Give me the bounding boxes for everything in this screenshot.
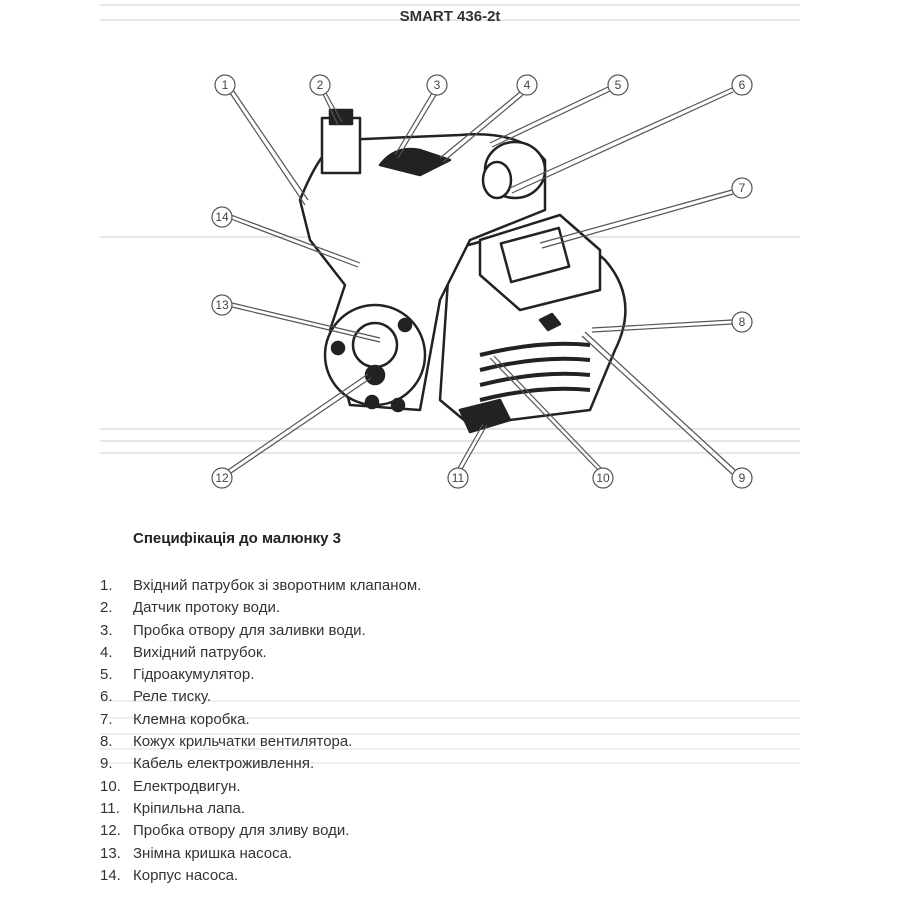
callout-label: 14 bbox=[215, 210, 229, 224]
divider bbox=[100, 700, 800, 702]
item-number: 10. bbox=[100, 777, 121, 795]
callout-label: 10 bbox=[596, 471, 610, 485]
item-text: Знімна кришка насоса. bbox=[133, 844, 293, 862]
callout-label: 9 bbox=[739, 471, 746, 485]
callout-3 bbox=[426, 74, 448, 96]
callout-label: 11 bbox=[452, 471, 465, 485]
item-number: 6. bbox=[100, 688, 113, 706]
list-item: 6. Реле тиску. bbox=[100, 686, 421, 708]
item-number: 5. bbox=[100, 666, 113, 684]
spec-title: Специфікація до малюнку 3 bbox=[133, 530, 341, 547]
list-item: 3. Пробка отвору для заливки води. bbox=[100, 620, 421, 642]
divider bbox=[100, 19, 800, 21]
callout-8 bbox=[731, 311, 753, 333]
list-item: 1. Вхідний патрубок зі зворотним клапаном… bbox=[100, 575, 421, 597]
item-number: 3. bbox=[100, 621, 113, 639]
callout-14 bbox=[211, 206, 233, 228]
list-item: 7. Клемна коробка. bbox=[100, 709, 421, 731]
callout-label: 1 bbox=[222, 78, 229, 92]
callout-12 bbox=[211, 467, 233, 489]
item-text: Кріпильна лапа. bbox=[133, 799, 246, 817]
item-number: 14. bbox=[100, 866, 121, 884]
item-number: 4. bbox=[100, 643, 113, 661]
item-number: 9. bbox=[100, 755, 113, 773]
item-text: Датчик протоку води. bbox=[133, 599, 280, 617]
list-item: 11. Кріпильна лапа. bbox=[100, 798, 421, 820]
callout-label: 6 bbox=[739, 78, 746, 92]
callouts bbox=[211, 74, 753, 489]
item-text: Клемна коробка. bbox=[133, 710, 250, 728]
callout-label: 5 bbox=[615, 78, 622, 92]
list-item: 14. Корпус насоса. bbox=[100, 865, 421, 887]
callout-6 bbox=[731, 74, 753, 96]
divider bbox=[100, 748, 800, 750]
item-number: 12. bbox=[100, 822, 121, 840]
item-number: 8. bbox=[100, 733, 113, 751]
divider bbox=[100, 440, 800, 442]
callout-11 bbox=[447, 467, 469, 489]
divider bbox=[100, 717, 800, 719]
callout-label: 13 bbox=[215, 298, 229, 312]
callout-13 bbox=[211, 294, 233, 316]
spec-list: 1. Вхідний патрубок зі зворотним клапаном… bbox=[100, 575, 421, 887]
item-text: Реле тиску. bbox=[133, 688, 212, 706]
callout-10 bbox=[592, 467, 614, 489]
item-text: Електродвигун. bbox=[133, 777, 241, 795]
item-text: Вхідний патрубок зі зворотним клапаном. bbox=[133, 577, 422, 594]
callout-4 bbox=[516, 74, 538, 96]
callout-label: 7 bbox=[739, 181, 746, 195]
divider bbox=[100, 733, 800, 735]
list-item: 5. Гідроакумулятор. bbox=[100, 664, 421, 686]
callout-7 bbox=[731, 177, 753, 199]
pump-drawing bbox=[298, 108, 627, 434]
item-number: 7. bbox=[100, 710, 113, 728]
callout-label: 2 bbox=[317, 78, 324, 92]
callout-9 bbox=[731, 467, 753, 489]
item-number: 1. bbox=[100, 577, 113, 594]
callout-label: 8 bbox=[739, 315, 746, 329]
divider bbox=[100, 762, 800, 764]
item-text: Вихідний патрубок. bbox=[133, 643, 267, 661]
callout-2 bbox=[309, 74, 331, 96]
leader-lines bbox=[227, 86, 736, 475]
list-item: 13. Знімна кришка насоса. bbox=[100, 843, 421, 865]
item-text: Пробка отвору для заливки води. bbox=[133, 621, 366, 639]
list-item: 10. Електродвигун. bbox=[100, 776, 421, 798]
pump-diagram: 1 2 3 4 5 6 7 8 9 10 11 12 13 14 bbox=[211, 74, 753, 489]
item-text: Пробка отвору для зливу води. bbox=[133, 822, 350, 840]
divider bbox=[100, 452, 800, 454]
item-number: 13. bbox=[100, 844, 121, 862]
item-text: Корпус насоса. bbox=[133, 866, 239, 884]
list-item: 8. Кожух крильчатки вентилятора. bbox=[100, 731, 421, 753]
list-item: 4. Вихідний патрубок. bbox=[100, 642, 421, 664]
item-text: Кожух крильчатки вентилятора. bbox=[133, 733, 353, 751]
item-text: Гідроакумулятор. bbox=[133, 666, 255, 684]
list-item: 9. Кабель електроживлення. bbox=[100, 753, 421, 775]
divider bbox=[100, 4, 800, 6]
callout-1 bbox=[214, 74, 236, 96]
callout-5 bbox=[607, 74, 629, 96]
item-number: 11. bbox=[100, 799, 120, 817]
page-title: SMART 436-2t bbox=[399, 8, 501, 25]
callout-label: 4 bbox=[524, 78, 531, 92]
list-item: 12. Пробка отвору для зливу води. bbox=[100, 820, 421, 842]
divider bbox=[100, 428, 800, 430]
callout-label: 3 bbox=[434, 78, 441, 92]
list-item: 2. Датчик протоку води. bbox=[100, 597, 421, 619]
item-number: 2. bbox=[100, 599, 113, 617]
item-text: Кабель електроживлення. bbox=[133, 755, 315, 773]
callout-label: 12 bbox=[215, 471, 229, 485]
